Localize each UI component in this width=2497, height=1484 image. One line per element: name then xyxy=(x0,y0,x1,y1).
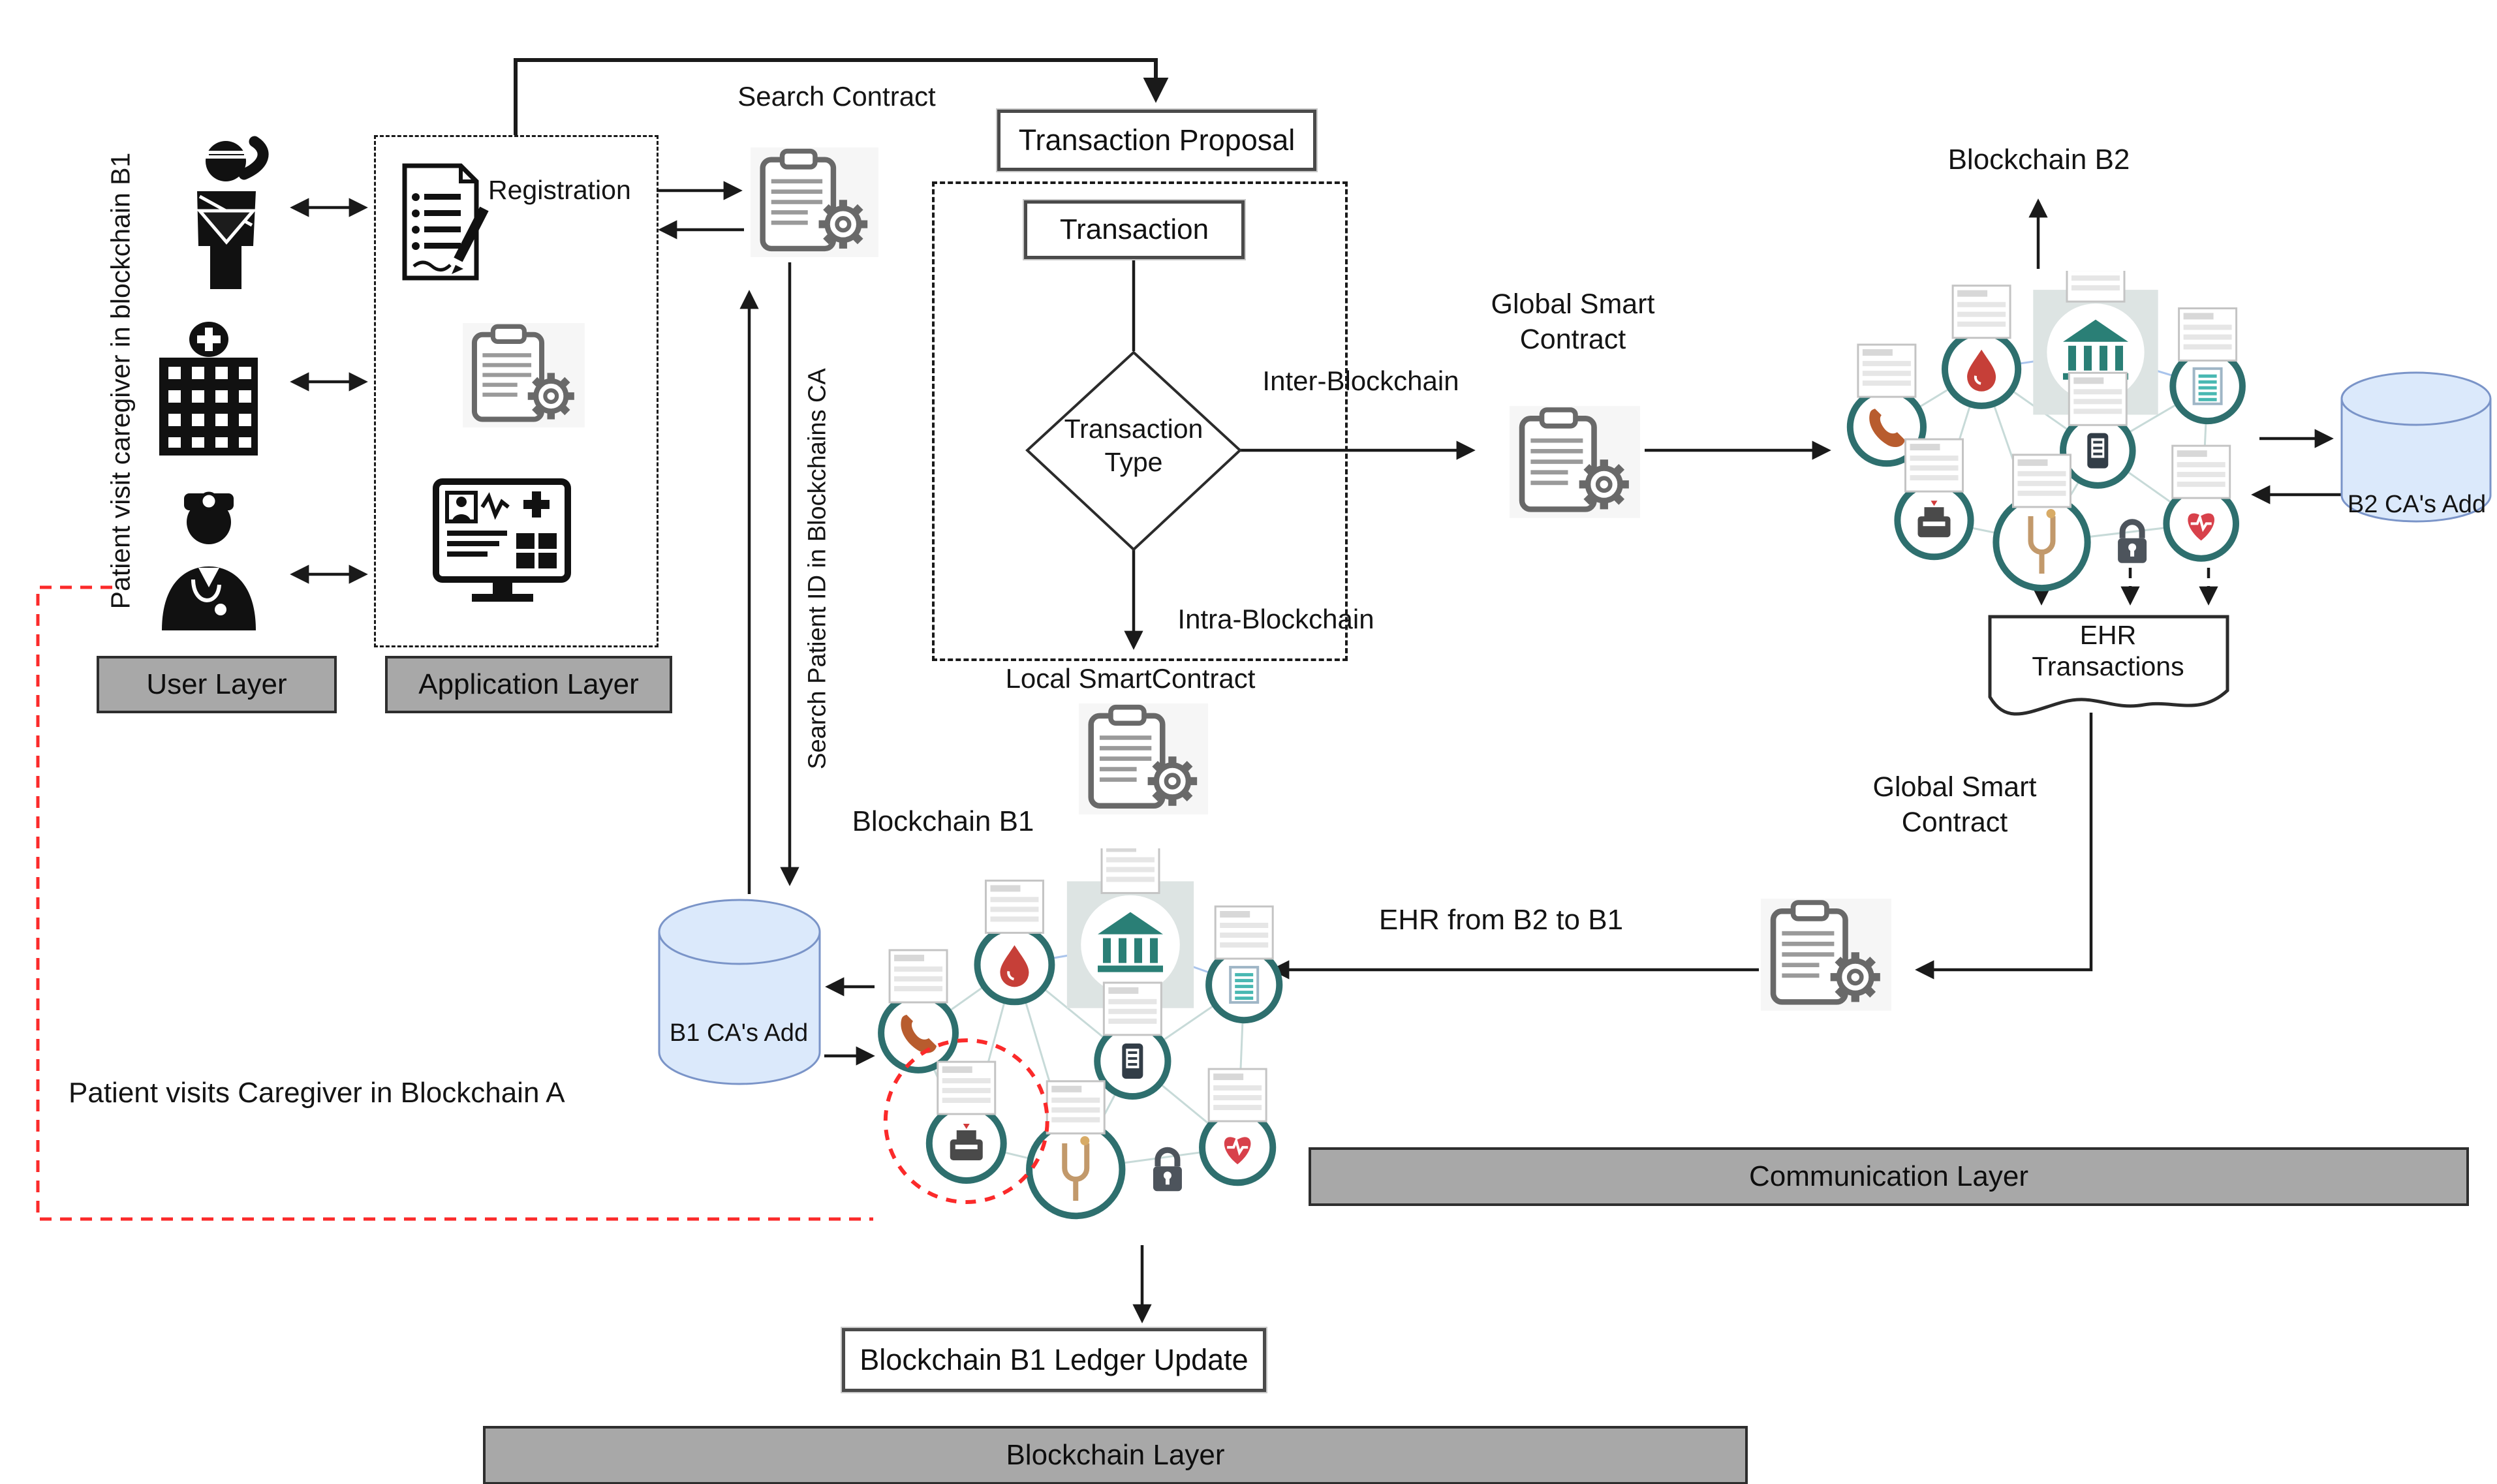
b2-ca-label: B2 CA's Add xyxy=(2347,491,2487,518)
blockchain-b1-network xyxy=(868,839,1305,1250)
blood-drop-icon xyxy=(1000,945,1029,987)
b1-ca-label: B1 CA's Add xyxy=(669,1019,809,1047)
user-layer-bar: User Layer xyxy=(97,656,337,713)
ledger-card-icon xyxy=(1904,438,1964,493)
application-layer-bar: Application Layer xyxy=(385,656,672,713)
blockchain-b2-network xyxy=(1837,248,2268,610)
local-smart-contract-icon xyxy=(1078,703,1209,814)
ledger-card-icon xyxy=(937,1060,997,1115)
communication-layer-label: Communication Layer xyxy=(1749,1160,2028,1192)
intra-blockchain-label: Intra-Blockchain xyxy=(1177,604,1374,634)
registration-label: Registration xyxy=(488,175,631,205)
mobile-ledger-icon xyxy=(2087,433,2109,469)
fax-printer-icon xyxy=(1917,501,1951,538)
global-smart-contract-top-label: Global Smart Contract xyxy=(1491,288,1655,355)
blockchain-b1-label: Blockchain B1 xyxy=(852,805,1034,837)
padlock-icon xyxy=(1153,1147,1182,1192)
ledger-card-icon xyxy=(2066,248,2126,303)
communication-layer-bar: Communication Layer xyxy=(1309,1147,2469,1206)
prescription-icon xyxy=(2192,367,2223,405)
heart-pulse-icon xyxy=(1224,1136,1251,1165)
application-layer-label: Application Layer xyxy=(418,668,639,700)
heart-pulse-icon xyxy=(2188,513,2215,541)
ledger-card-icon xyxy=(2178,307,2238,362)
doctor-icon xyxy=(150,482,268,632)
ehr-transactions-label-line2: Transactions xyxy=(2032,651,2184,681)
blood-drop-icon xyxy=(1967,349,1996,392)
prescription-icon xyxy=(1229,966,1260,1004)
ledger-card-icon xyxy=(1857,343,1917,398)
medical-fork-icon xyxy=(1062,1136,1090,1201)
global-smart-contract-top-icon xyxy=(1510,406,1640,518)
blockchain-b2-label: Blockchain B2 xyxy=(1947,144,2130,176)
transaction-box: Transaction xyxy=(1024,200,1245,259)
user-layer-label: User Layer xyxy=(146,668,287,700)
transaction-type-diamond-label: Transaction Type xyxy=(1064,414,1203,478)
smart-contract-icon xyxy=(457,323,591,427)
ledger-card-icon xyxy=(1046,1080,1106,1135)
ledger-card-icon xyxy=(984,879,1044,934)
fax-printer-icon xyxy=(950,1124,983,1161)
hospital-building-icon xyxy=(151,318,266,462)
inter-blockchain-label: Inter-Blockchain xyxy=(1262,365,1459,396)
connector xyxy=(1915,713,2093,980)
blockchain-layer-bar: Blockchain Layer xyxy=(483,1426,1748,1484)
health-monitor-icon xyxy=(433,478,575,609)
ledger-card-icon xyxy=(1214,905,1274,960)
ledger-update-box: Blockchain B1 Ledger Update xyxy=(842,1328,1266,1392)
ledger-card-icon xyxy=(2171,444,2231,499)
selected-caregiver-highlight xyxy=(883,1038,1049,1204)
ehr-transactions-label-line1: EHR xyxy=(2079,620,2137,650)
ledger-bank-icon xyxy=(1098,912,1163,972)
phone-icon xyxy=(1869,409,1905,448)
ledger-update-label: Blockchain B1 Ledger Update xyxy=(860,1343,1248,1376)
injured-patient-icon xyxy=(157,134,287,294)
search-contract-label: Search Contract xyxy=(737,81,936,112)
ledger-card-icon xyxy=(2012,454,2071,508)
blockchain-layer-label: Blockchain Layer xyxy=(1006,1439,1225,1471)
transaction-proposal-label: Transaction Proposal xyxy=(1018,123,1295,157)
ledger-card-icon xyxy=(2068,371,2128,426)
ehr-from-b2-to-b1-label: EHR from B2 to B1 xyxy=(1378,904,1624,936)
mobile-ledger-icon xyxy=(1122,1043,1143,1079)
b2-ca-database-icon xyxy=(2340,371,2492,523)
global-smart-contract-bottom-label: Global Smart Contract xyxy=(1872,771,2037,838)
transaction-type-box xyxy=(932,181,1348,661)
b1-ca-database-icon xyxy=(657,898,822,1086)
search-contract-icon xyxy=(749,147,880,257)
patient-visits-caregiver-label: Patient visits Caregiver in Blockchain A xyxy=(69,1077,565,1109)
transaction-label: Transaction xyxy=(1059,213,1209,245)
ledger-card-icon xyxy=(1951,285,2011,339)
patient-visit-vertical-label: Patient visit caregiver in blockchain B1 xyxy=(105,152,136,610)
ledger-card-icon xyxy=(1100,839,1160,894)
padlock-icon xyxy=(2118,519,2147,563)
ledger-card-icon xyxy=(1207,1068,1267,1122)
ledger-card-icon xyxy=(888,949,948,1004)
ledger-card-icon xyxy=(1102,982,1162,1036)
transaction-proposal-box: Transaction Proposal xyxy=(997,110,1316,171)
registration-form-icon xyxy=(399,162,491,296)
phone-icon xyxy=(901,1014,937,1053)
global-smart-contract-bottom-icon xyxy=(1761,893,1891,1017)
local-smart-contract-label: Local SmartContract xyxy=(1005,663,1256,694)
search-patient-vertical-label: Search Patient ID in Blockchains CA xyxy=(803,368,831,769)
